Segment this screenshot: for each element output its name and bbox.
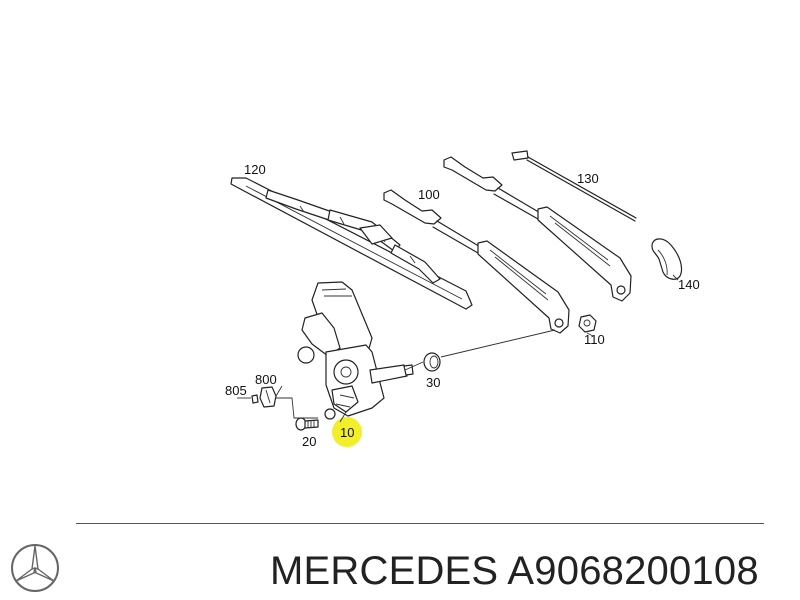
- clip-800: [259, 386, 277, 408]
- nut-110: [578, 314, 597, 333]
- cap-140: [651, 238, 683, 280]
- brand-name: MERCEDES: [270, 549, 499, 593]
- callout-130: 130: [577, 171, 599, 186]
- leader-lines: [237, 274, 679, 423]
- part-title: MERCEDES A9068200108: [270, 545, 795, 597]
- callout-110: 110: [584, 332, 605, 347]
- rubber-insert-130: [511, 150, 637, 222]
- callout-800: 800: [255, 372, 277, 387]
- wiper-arm-130: [443, 156, 632, 302]
- callout-805: 805: [225, 383, 247, 398]
- callout-100: 100: [418, 187, 440, 202]
- pin-805: [251, 394, 259, 404]
- divider-line: [76, 523, 764, 524]
- highlight-marker: [332, 417, 362, 447]
- screw-20: [295, 417, 319, 431]
- seal-30: [423, 352, 441, 372]
- wiper-motor-10: [297, 281, 414, 420]
- part-number: A9068200108: [507, 549, 759, 593]
- callout-30: 30: [426, 375, 440, 390]
- mercedes-star-icon: [11, 544, 59, 592]
- callout-20: 20: [302, 434, 316, 449]
- callout-120: 120: [244, 162, 266, 177]
- callout-140: 140: [678, 277, 700, 292]
- wiper-blade-120: [230, 177, 473, 310]
- callout-10: 10: [340, 425, 354, 440]
- wiper-arm-100: [383, 189, 570, 334]
